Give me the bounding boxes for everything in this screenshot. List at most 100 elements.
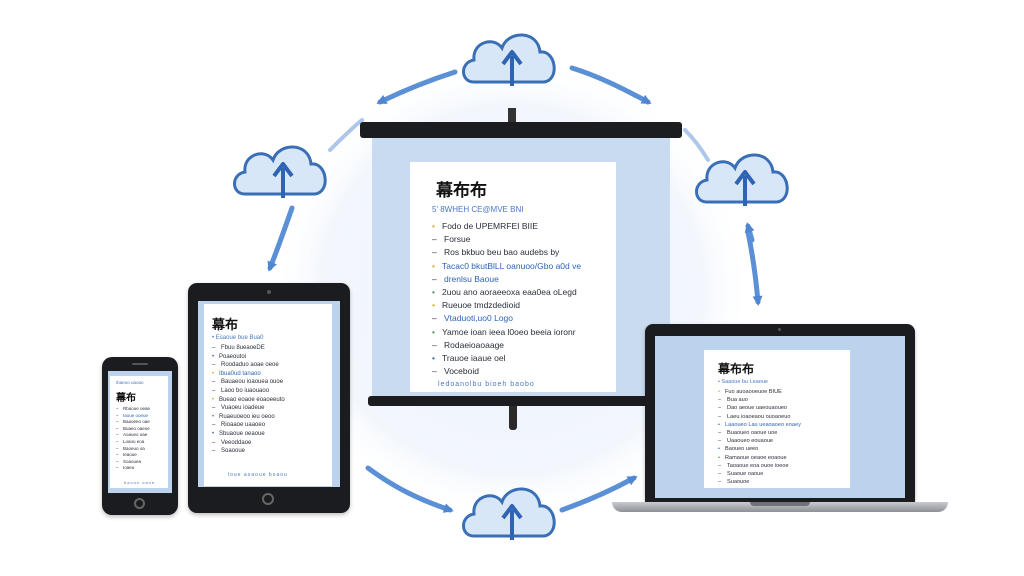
- list-item: –Suaoue oaoue: [718, 470, 844, 478]
- list-item: •Baoueo ueeo: [718, 445, 844, 453]
- document-footer: ledoanolbu bioeh baobo: [438, 381, 535, 388]
- bullet-mark: –: [432, 313, 437, 324]
- list-item-text: Ruaeuoeoo ieu oeoo: [219, 413, 275, 420]
- projector-pull-handle: [509, 406, 517, 430]
- bullet-mark: •: [718, 421, 720, 428]
- list-item-text: Laoo bo iuaouaoo: [221, 387, 270, 394]
- list-item: •Sbuaoue oeaoue: [212, 430, 326, 439]
- list-item: –Loaou eoa: [116, 439, 165, 446]
- list-item-text: Rodaeioaoaage: [444, 339, 505, 350]
- speaker-slot: [132, 363, 148, 365]
- bullet-mark: •: [432, 221, 435, 231]
- list-item-text: Roodaduo aoae oeoe: [221, 362, 279, 369]
- list-item-text: Tacac0 bkutBlLL oanuoo/Gbo a0d ve: [442, 260, 582, 271]
- list-item-text: Uaaoueo eouaoue: [727, 438, 774, 445]
- list-item-text: Fodo de UPEMRFEI BIIE: [442, 221, 538, 231]
- bullet-mark: –: [116, 438, 119, 444]
- bullet-mark: •: [212, 370, 215, 377]
- list-item: –Suaouoe: [718, 478, 844, 486]
- sync-arrow-icon: [744, 222, 755, 243]
- list-item-text: Laaoueo Lau ueaoaoeo eoaey: [725, 421, 801, 428]
- bullet-mark: –: [212, 439, 216, 446]
- bullet-mark: •: [432, 260, 435, 271]
- bullet-mark: –: [212, 379, 216, 386]
- bullet-mark: –: [212, 387, 216, 394]
- bullet-mark: –: [212, 345, 216, 351]
- list-item: •Trauoe iaaue oel: [432, 352, 604, 365]
- list-item-text: Veeoddaoe: [221, 439, 252, 446]
- bullet-mark: –: [432, 366, 437, 377]
- document-footer: loue aoaoue boaou: [228, 472, 288, 478]
- home-button[interactable]: [262, 493, 274, 505]
- sync-arrow-icon: [683, 128, 710, 162]
- list-item-text: Rbaoue oeae: [123, 406, 151, 411]
- sync-arrow-icon: [376, 69, 458, 105]
- list-item-text: Bueao eoaoe eoaoeeuto: [219, 396, 285, 403]
- bullet-mark: –: [116, 458, 119, 464]
- list-item: •Ruaeuoeoo ieu oeoo: [212, 413, 326, 422]
- list-item: •Rueuoe tmdzdedioid: [432, 299, 604, 312]
- bullet-mark: –: [718, 438, 722, 445]
- bullet-mark: •: [432, 326, 435, 337]
- bullet-mark: –: [116, 445, 119, 451]
- document-list: –Fbuu 8ueaoeDE•Poaeoutoi–Roodaduo aoae o…: [212, 344, 326, 456]
- list-item-text: Vtaduoti,uo0 Logo: [444, 313, 514, 324]
- laptop-document: 幕布布 • Saaoue bu Leaoue •Fuo auoaooeuoe B…: [704, 350, 850, 488]
- list-item-text: Buaeo oaeoe: [123, 425, 150, 431]
- bullet-mark: –: [116, 432, 119, 438]
- home-button[interactable]: [134, 498, 145, 509]
- list-item: –Baaoeeo oae: [116, 419, 165, 426]
- list-item: • Tacac0 bkutBlLL oanuoo/Gbo a0d ve: [432, 260, 604, 273]
- list-item: –Bua auo: [718, 396, 844, 404]
- sync-arrow-icon: [365, 465, 454, 513]
- list-item: –Voceboid: [432, 365, 604, 378]
- list-item-text: drenlsu Baoue: [444, 273, 499, 284]
- bullet-mark: –: [116, 452, 119, 458]
- cloud-upload-icon: [462, 33, 556, 86]
- list-item: •Yamoe ioan ieea l0oeo beeia ioronr: [432, 326, 604, 339]
- bullet-mark: –: [718, 405, 722, 412]
- bullet-mark: –: [116, 425, 119, 431]
- list-item: • Fodo de UPEMRFEI BIIE: [432, 220, 604, 233]
- list-item-text: Suaoue oaoue: [727, 471, 764, 478]
- document-list: –Rbaoue oeae–Iaoue ooeue–Baaoeeo oae–Bua…: [116, 406, 165, 472]
- cloud-upload-icon: [695, 153, 789, 206]
- list-item: –Veeoddaoe: [212, 439, 326, 448]
- bullet-mark: –: [718, 430, 722, 437]
- bullet-mark: •: [432, 300, 435, 311]
- list-item: –Buaeo oaeoe: [116, 426, 165, 433]
- list-item: –Fbuu 8ueaoeDE: [212, 344, 326, 353]
- sync-arrow-icon: [328, 118, 364, 152]
- list-item: •Fuo auoaooeuoe BIUE: [718, 388, 844, 396]
- list-item-text: Ramaoue oeaoe eoaoue: [725, 454, 787, 461]
- phone-document: Ibaeuo uaoao 幕布 –Rbaoue oeae–Iaoue ooeue…: [110, 376, 168, 488]
- list-item: –Bauaeou ioaouea ouoe: [212, 378, 326, 387]
- list-item: • Ibua0ud tanaoo: [212, 370, 326, 379]
- list-item-text: Aoaueo oae: [123, 432, 148, 438]
- list-item: • Ramaoue oeaoe eoaoue: [718, 454, 844, 462]
- list-item: –Buaoueo oaoue uoe: [718, 429, 844, 437]
- list-item: –Uaaoueo eouaoue: [718, 437, 844, 445]
- bullet-mark: •: [718, 389, 720, 395]
- bullet-mark: •: [432, 353, 435, 364]
- camera-dot: [778, 328, 781, 331]
- document-subtitle: • Saaoue bu Leaoue: [718, 379, 768, 385]
- list-item-text: Sbuaoue oeaoue: [219, 430, 265, 437]
- sync-arrow-icon: [559, 475, 638, 513]
- bullet-mark: •: [718, 454, 720, 461]
- list-item: –Vtaduoti,uo0 Logo: [432, 312, 604, 325]
- cloud-upload-icon: [233, 145, 327, 198]
- sync-arrow-icon: [569, 65, 652, 105]
- list-item: –Ioaeu: [116, 465, 165, 472]
- bullet-mark: –: [718, 471, 722, 478]
- bullet-mark: –: [432, 247, 437, 258]
- list-item: –Soaouea: [116, 459, 165, 466]
- list-item-text: Laeu ioaoeaou ouoaoeuo: [727, 413, 791, 420]
- bullet-mark: –: [432, 339, 437, 350]
- list-item: –Vuaoeu ioadeue: [212, 404, 326, 413]
- list-item-text: Iaoue ooeue: [123, 412, 149, 418]
- list-item: –Laoo bo iuaouaoo: [212, 387, 326, 396]
- list-item-text: Ibua0ud tanaoo: [219, 370, 261, 377]
- list-item: –Taoaoue eoa ouoe ioeoe: [718, 462, 844, 470]
- laptop-base: [612, 502, 948, 512]
